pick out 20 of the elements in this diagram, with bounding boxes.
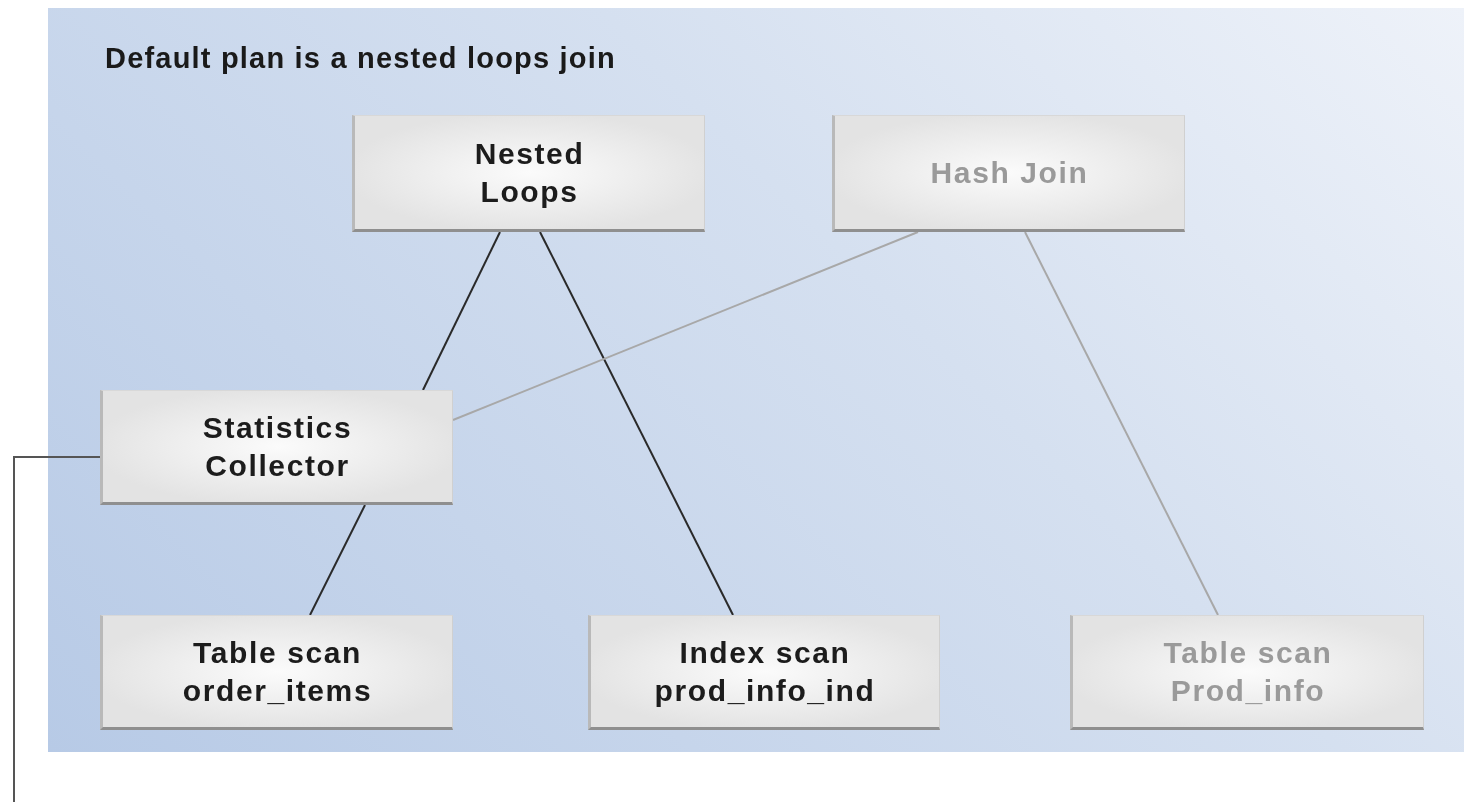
plan-panel <box>48 8 1464 752</box>
connector-line <box>309 504 366 616</box>
plan-step-box <box>1070 615 1424 730</box>
panel-heading: Default plan is a nested loops join <box>105 42 616 75</box>
plan-step-box <box>352 115 705 232</box>
plan-step-box <box>832 115 1185 232</box>
step-label: Nested Loops <box>473 135 586 210</box>
step-label: Hash Join <box>929 154 1090 191</box>
connector-line <box>1024 231 1219 616</box>
connector-line <box>422 231 501 391</box>
step-label: Table scan order_items <box>181 634 374 709</box>
step-label: Index scan prod_info_ind <box>653 634 877 709</box>
connector-line <box>539 231 734 616</box>
step-label: Statistics Collector <box>201 409 354 484</box>
connector-line <box>452 231 919 421</box>
plan-step-box <box>588 615 940 730</box>
step-label: Table scan Prod_info <box>1162 634 1334 709</box>
plan-step-box <box>100 390 453 505</box>
leader-line <box>13 456 101 802</box>
plan-step-box <box>100 615 453 730</box>
